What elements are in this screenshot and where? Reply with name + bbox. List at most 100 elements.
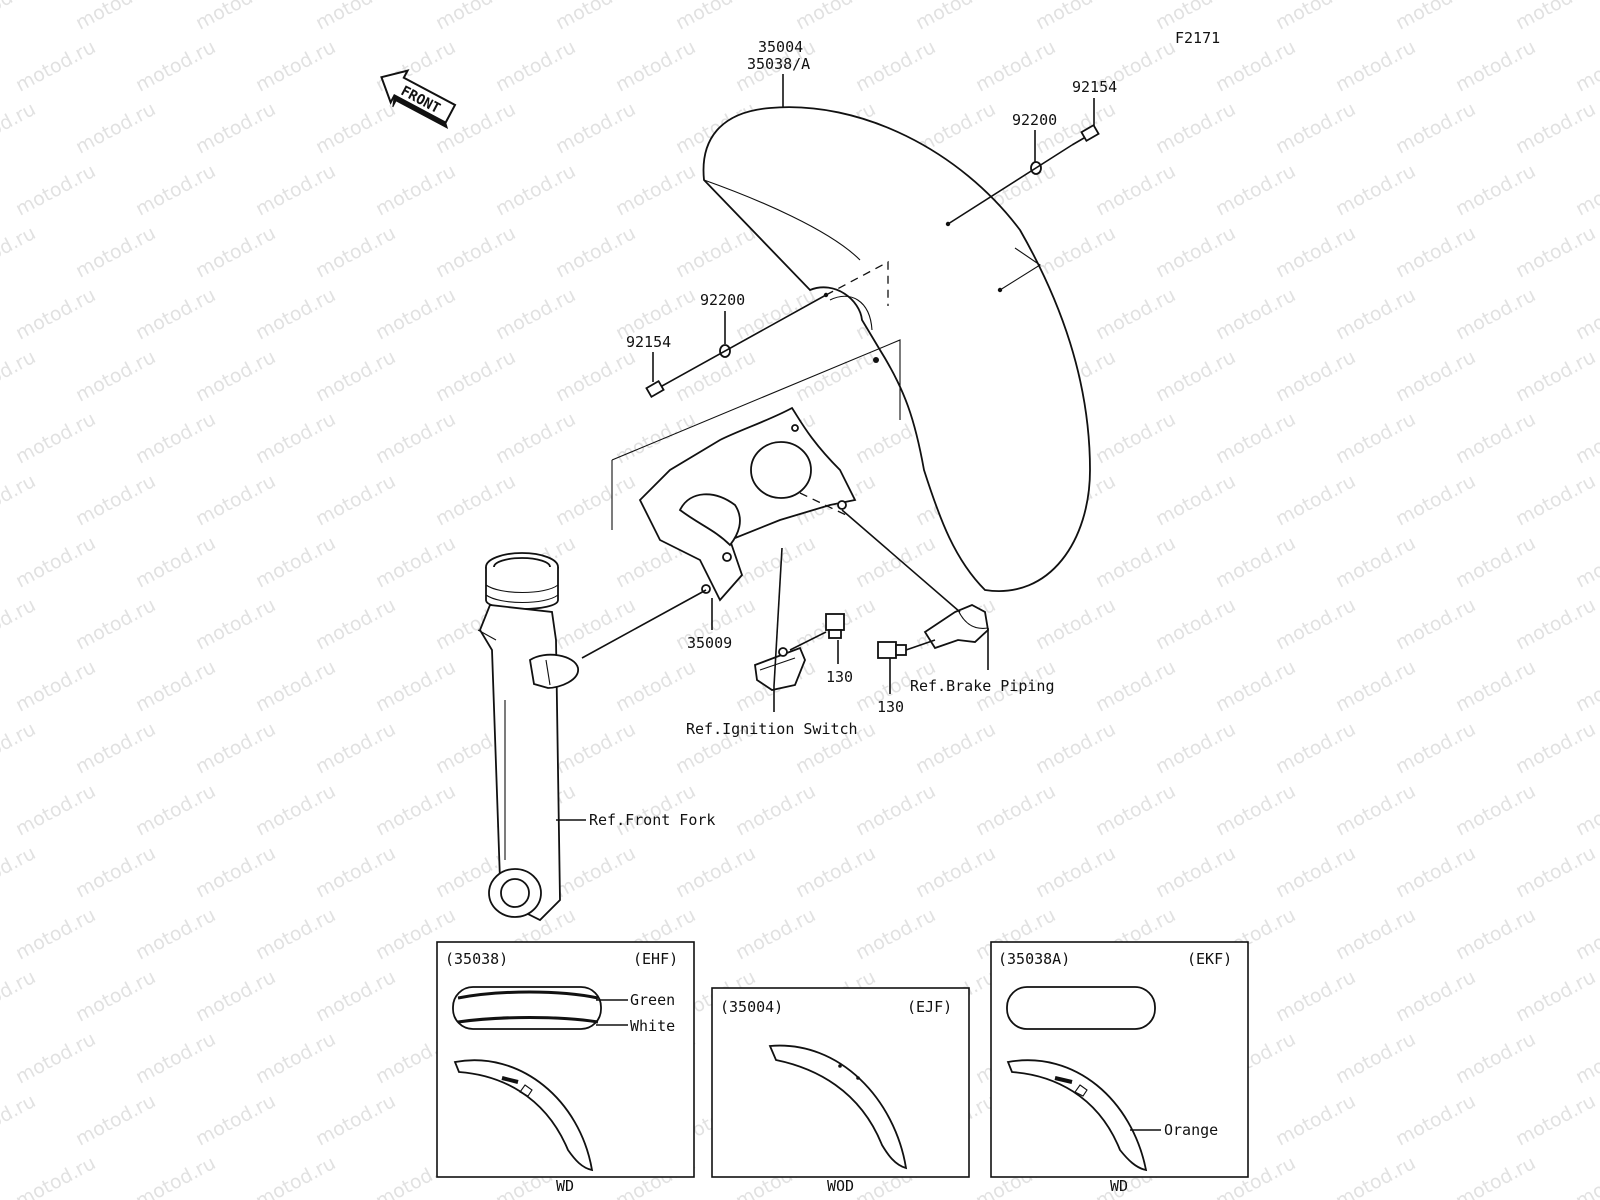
ref-ignition-switch: Ref.Ignition Switch — [686, 720, 858, 738]
watermark-text: motod.ru — [1392, 966, 1479, 1026]
watermark-text: motod.ru — [12, 1152, 99, 1200]
watermark-text: motod.ru — [312, 842, 399, 902]
callout-92200-right: 92200 — [1012, 111, 1057, 129]
watermark-text: motod.ru — [1272, 842, 1359, 902]
watermark-text: motod.ru — [432, 346, 519, 406]
watermark-text: motod.ru — [372, 532, 459, 592]
watermark-text: motod.ru — [552, 470, 639, 530]
watermark-text: motod.ru — [1212, 160, 1299, 220]
watermark-text: motod.ru — [72, 1090, 159, 1150]
watermark-text: motod.ru — [1572, 532, 1600, 592]
callout-35009: 35009 — [687, 634, 732, 652]
watermark-text: motod.ru — [1032, 222, 1119, 282]
inset3-code: (EKF) — [1187, 950, 1232, 968]
watermark-text: motod.ru — [1332, 780, 1419, 840]
inset2-part: (35004) — [720, 998, 783, 1016]
watermark-text: motod.ru — [1512, 966, 1599, 1026]
watermark-text: motod.ru — [1272, 470, 1359, 530]
watermark-text: motod.ru — [1392, 470, 1479, 530]
watermark-text: motod.ru — [1392, 718, 1479, 778]
watermark-text: motod.ru — [1032, 0, 1119, 34]
callout-92200-left: 92200 — [700, 291, 745, 309]
watermark-text: motod.ru — [1572, 780, 1600, 840]
watermark-text: motod.ru — [1392, 842, 1479, 902]
watermark-text: motod.ru — [1452, 780, 1539, 840]
watermark-text: motod.ru — [312, 346, 399, 406]
watermark-text: motod.ru — [72, 0, 159, 34]
watermark-text: motod.ru — [1152, 470, 1239, 530]
watermark-text: motod.ru — [1092, 780, 1179, 840]
watermark-text: motod.ru — [1332, 160, 1419, 220]
watermark-text: motod.ru — [1572, 36, 1600, 96]
watermark-text: motod.ru — [792, 842, 879, 902]
callout-130-ignition: 130 — [826, 668, 853, 686]
watermark-text: motod.ru — [1512, 346, 1599, 406]
watermark-text: motod.ru — [1152, 718, 1239, 778]
inset3-stripe-orange: Orange — [1164, 1121, 1218, 1139]
inset3-part: (35038A) — [998, 950, 1070, 968]
inset-35038a: (35038A) (EKF) Orange WD — [990, 941, 1249, 1195]
watermark-text: motod.ru — [1272, 1090, 1359, 1150]
watermark-text: motod.ru — [1272, 594, 1359, 654]
bolt-130-brake — [877, 641, 907, 659]
figure-code: F2171 — [1175, 29, 1220, 47]
watermark-text: motod.ru — [0, 718, 39, 778]
watermark-text: motod.ru — [72, 346, 159, 406]
watermark-text: motod.ru — [1272, 0, 1359, 34]
watermark-text: motod.ru — [132, 904, 219, 964]
watermark-text: motod.ru — [192, 470, 279, 530]
watermark-text: motod.ru — [852, 780, 939, 840]
watermark-text: motod.ru — [132, 1028, 219, 1088]
watermark-text: motod.ru — [12, 160, 99, 220]
watermark-text: motod.ru — [192, 718, 279, 778]
watermark-text: motod.ru — [552, 0, 639, 34]
front-fender — [702, 106, 1091, 592]
ref-brake-piping: Ref.Brake Piping — [910, 677, 1055, 695]
watermark-text: motod.ru — [552, 594, 639, 654]
inset1-stripe-white: White — [630, 1017, 675, 1035]
watermark-text: motod.ru — [72, 98, 159, 158]
watermark-text: motod.ru — [372, 780, 459, 840]
inset3-footer: WD — [1110, 1177, 1128, 1195]
watermark-text: motod.ru — [1332, 1028, 1419, 1088]
watermark-text: motod.ru — [1092, 160, 1179, 220]
watermark-text: motod.ru — [132, 160, 219, 220]
watermark-text: motod.ru — [12, 904, 99, 964]
watermark-text: motod.ru — [12, 408, 99, 468]
bolt-130-ignition — [825, 613, 845, 639]
watermark-text: motod.ru — [132, 1152, 219, 1200]
watermark-text: motod.ru — [1452, 1152, 1539, 1200]
watermark-text: motod.ru — [672, 842, 759, 902]
watermark-text: motod.ru — [1272, 346, 1359, 406]
watermark-text: motod.ru — [1152, 842, 1239, 902]
watermark-text: motod.ru — [252, 408, 339, 468]
watermark-text: motod.ru — [1212, 532, 1299, 592]
watermark-text: motod.ru — [192, 222, 279, 282]
watermark-text: motod.ru — [1452, 160, 1539, 220]
watermark-text: motod.ru — [0, 966, 39, 1026]
bolt-92154-right — [1071, 123, 1100, 146]
watermark-text: motod.ru — [1272, 718, 1359, 778]
watermark-text: motod.ru — [1032, 594, 1119, 654]
watermark-text: motod.ru — [852, 904, 939, 964]
watermark-text: motod.ru — [12, 36, 99, 96]
watermark-text: motod.ru — [1392, 1090, 1479, 1150]
watermark-text: motod.ru — [192, 346, 279, 406]
watermark-text: motod.ru — [192, 842, 279, 902]
watermark-text: motod.ru — [252, 904, 339, 964]
watermark-text: motod.ru — [12, 284, 99, 344]
watermark-text: motod.ru — [312, 222, 399, 282]
watermark-text: motod.ru — [1272, 98, 1359, 158]
watermark-text: motod.ru — [1452, 284, 1539, 344]
inset2-footer: WOD — [827, 1177, 854, 1195]
watermark-text: motod.ru — [1332, 408, 1419, 468]
watermark-text: motod.ru — [1212, 656, 1299, 716]
watermark-text: motod.ru — [1272, 222, 1359, 282]
watermark-text: motod.ru — [132, 284, 219, 344]
watermark-text: motod.ru — [432, 222, 519, 282]
watermark-text: motod.ru — [1272, 966, 1359, 1026]
watermark-text: motod.ru — [1092, 532, 1179, 592]
watermark-text: motod.ru — [1512, 0, 1599, 34]
watermark-text: motod.ru — [12, 1028, 99, 1088]
